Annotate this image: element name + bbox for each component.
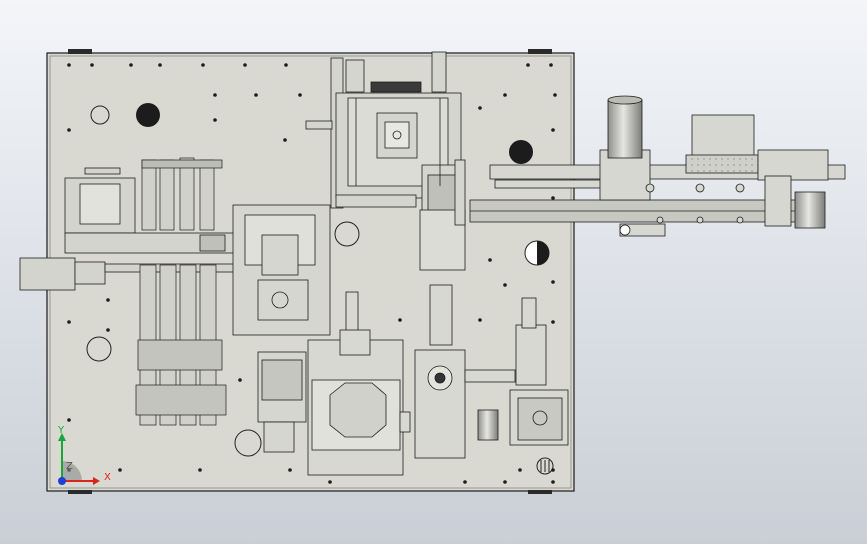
bolt-hole xyxy=(551,196,555,200)
bolt-hole xyxy=(238,378,242,382)
bolt-hole xyxy=(67,320,71,324)
bolt-hole xyxy=(158,63,162,67)
bolt-hole xyxy=(551,480,555,484)
bolt-hole xyxy=(213,118,217,122)
bolt-hole xyxy=(288,468,292,472)
bolt-hole xyxy=(503,480,507,484)
bolt-hole xyxy=(398,318,402,322)
bolt-hole xyxy=(243,63,247,67)
bolt-hole xyxy=(254,93,258,97)
rotary-module xyxy=(414,284,569,459)
bolt-hole xyxy=(518,468,522,472)
bolt-hole xyxy=(549,63,553,67)
coordinate-triad: X Y Z xyxy=(57,425,111,485)
center-module xyxy=(232,204,331,453)
x-axis-label: X xyxy=(104,472,111,483)
bolt-hole xyxy=(478,106,482,110)
bolt-hole xyxy=(90,63,94,67)
bolt-hole xyxy=(298,93,302,97)
bolt-hole xyxy=(553,93,557,97)
bolt-hole xyxy=(503,283,507,287)
z-axis-label: Z xyxy=(66,461,73,472)
bolt-hole xyxy=(67,128,71,132)
bolt-hole xyxy=(284,63,288,67)
bolt-hole xyxy=(67,418,71,422)
bolt-hole xyxy=(551,320,555,324)
plate-openings xyxy=(86,103,554,475)
bolt-hole xyxy=(201,63,205,67)
bolt-hole xyxy=(551,280,555,284)
bolt-hole xyxy=(463,480,467,484)
bolt-hole xyxy=(551,468,555,472)
bolt-hole xyxy=(106,298,110,302)
bolt-hole xyxy=(213,93,217,97)
bolt-hole xyxy=(551,128,555,132)
linear-guides xyxy=(135,157,227,426)
bolt-hole xyxy=(129,63,133,67)
bolt-hole xyxy=(526,63,530,67)
bolt-hole xyxy=(283,138,287,142)
y-axis-label: Y xyxy=(57,425,65,436)
bolt-hole xyxy=(328,480,332,484)
bolt-hole xyxy=(488,258,492,262)
bolt-hole xyxy=(106,328,110,332)
xy-stage xyxy=(307,291,411,476)
transfer-arm xyxy=(469,95,846,237)
bolt-hole xyxy=(198,468,202,472)
bolt-hole xyxy=(118,468,122,472)
bolt-hole xyxy=(478,318,482,322)
lift-module xyxy=(305,51,466,271)
z-axis-marker xyxy=(58,477,66,485)
bolt-hole xyxy=(67,63,71,67)
bolt-hole xyxy=(503,93,507,97)
